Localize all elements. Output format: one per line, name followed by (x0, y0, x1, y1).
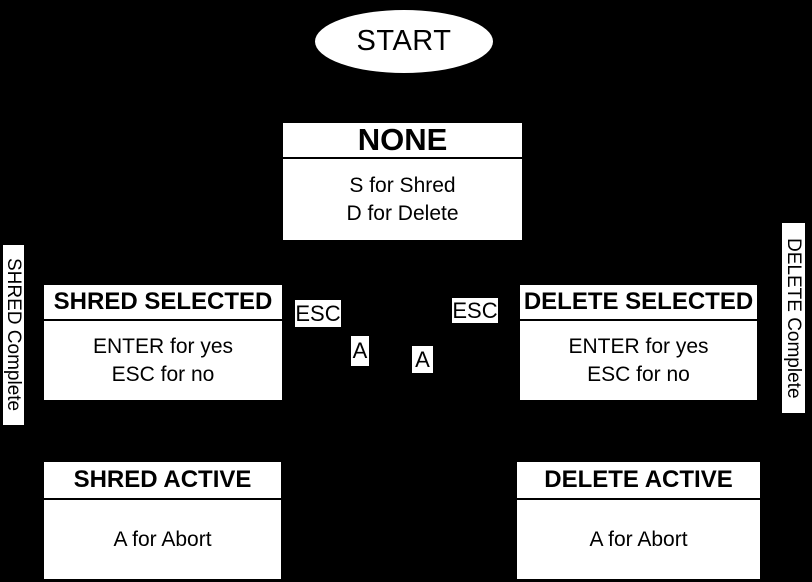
state-delete-selected-line2: ESC for no (587, 362, 690, 386)
state-shred-selected-body: ENTER for yes ESC for no (44, 321, 282, 400)
state-delete-selected-title: DELETE SELECTED (520, 285, 757, 321)
state-shred-selected-line1: ENTER for yes (92, 334, 234, 358)
edge-label-a-right: A (412, 346, 433, 373)
state-shred-selected: SHRED SELECTED ENTER for yes ESC for no (44, 285, 282, 400)
state-delete-selected: DELETE SELECTED ENTER for yes ESC for no (520, 285, 757, 400)
edge-label-delete-complete: DELETE Complete (782, 223, 805, 413)
state-delete-active: DELETE ACTIVE A for Abort (517, 462, 760, 579)
start-node-label: START (356, 25, 452, 57)
state-shred-selected-line2: ESC for no (111, 362, 215, 386)
edge-label-esc-left: ESC (295, 300, 341, 327)
edge-label-a-left: A (351, 336, 369, 366)
state-delete-selected-line1: ENTER for yes (568, 334, 709, 358)
state-shred-active-title: SHRED ACTIVE (44, 462, 281, 500)
state-none-line1: S for Shred (349, 173, 456, 197)
state-delete-active-title: DELETE ACTIVE (517, 462, 760, 500)
state-none-line2: D for Delete (346, 201, 459, 225)
state-none-title: NONE (283, 122, 522, 159)
state-delete-active-line1: A for Abort (589, 527, 688, 551)
state-none: NONE S for Shred D for Delete (283, 122, 522, 240)
state-delete-active-body: A for Abort (517, 500, 760, 579)
state-shred-active-line1: A for Abort (113, 527, 212, 551)
edge-label-shred-complete: SHRED Complete (3, 245, 24, 425)
state-shred-selected-title: SHRED SELECTED (44, 285, 282, 321)
state-shred-active-body: A for Abort (44, 500, 281, 579)
state-none-body: S for Shred D for Delete (283, 159, 522, 240)
state-shred-active: SHRED ACTIVE A for Abort (44, 462, 281, 579)
state-delete-selected-body: ENTER for yes ESC for no (520, 321, 757, 400)
start-node: START (315, 10, 493, 73)
edge-label-esc-right: ESC (452, 297, 498, 323)
